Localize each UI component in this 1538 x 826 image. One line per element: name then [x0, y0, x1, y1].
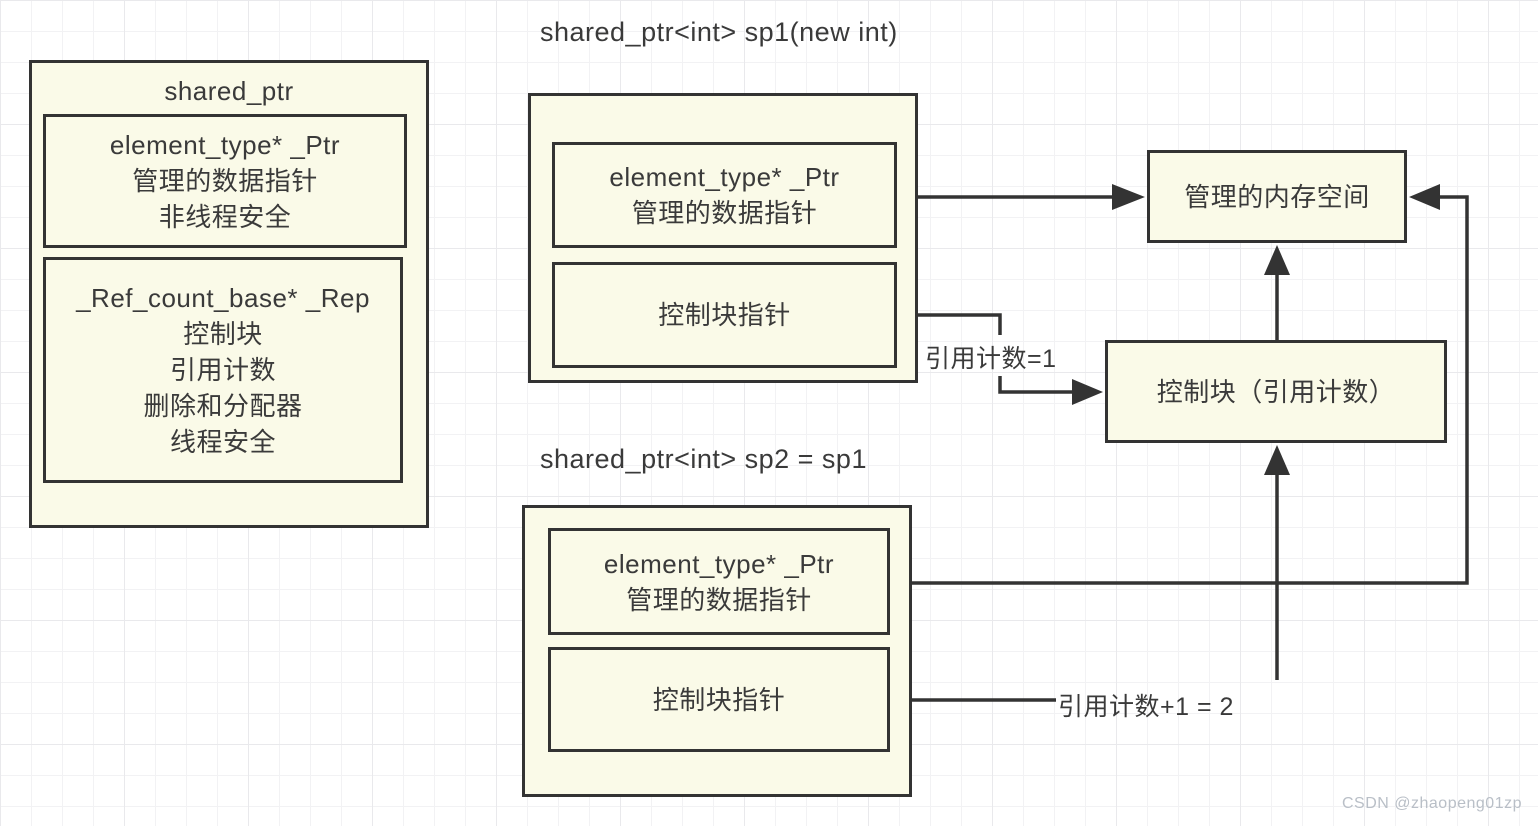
sp2-data-pointer-line: 管理的数据指针 [626, 584, 812, 615]
rep-field-line: 删除和分配器 [143, 391, 303, 421]
arrow-label-to-control-block [1264, 445, 1290, 680]
ptr-field-line: 管理的数据指针 [132, 166, 318, 196]
sp1-control-pointer-line: 控制块指针 [658, 300, 791, 330]
arrow-sp2-data-to-memory [890, 184, 1469, 585]
ref-count-2-label: 引用计数+1 = 2 [1058, 693, 1234, 721]
sp2-control-pointer-line: 控制块指针 [652, 684, 786, 715]
rep-field-line: 线程安全 [169, 427, 276, 457]
shared-ptr-class-title: shared_ptr [164, 76, 294, 106]
sp1-data-pointer-line: 管理的数据指针 [631, 198, 818, 228]
arrow-sp1-data-to-memory [897, 184, 1145, 210]
sp2-data-pointer-line: element_type* _Ptr [603, 548, 835, 579]
sp1-data-pointer-box: element_type* _Ptr 管理的数据指针 [552, 142, 897, 248]
shared-ptr-ptr-field-box: element_type* _Ptr 管理的数据指针 非线程安全 [43, 114, 407, 248]
managed-memory-box: 管理的内存空间 [1147, 150, 1407, 243]
ptr-field-line: 非线程安全 [158, 202, 292, 232]
sp1-control-pointer-box: 控制块指针 [552, 262, 897, 368]
rep-field-line: 引用计数 [169, 355, 276, 385]
sp2-declaration-label: shared_ptr<int> sp2 = sp1 [540, 444, 867, 474]
sp1-data-pointer-line: element_type* _Ptr [609, 162, 840, 192]
arrow-control-block-to-memory [1264, 245, 1290, 340]
rep-field-line: _Ref_count_base* _Rep [76, 283, 370, 313]
ptr-field-line: element_type* _Ptr [109, 130, 341, 160]
managed-memory-label: 管理的内存空间 [1184, 181, 1370, 212]
arrow-sp1-ctrl-to-control-block [897, 313, 1103, 405]
rep-field-line: 控制块 [183, 319, 263, 349]
sp2-control-pointer-box: 控制块指针 [548, 647, 890, 752]
shared-ptr-rep-field-box: _Ref_count_base* _Rep 控制块 引用计数 删除和分配器 线程… [43, 257, 403, 483]
control-block-label: 控制块（引用计数） [1156, 376, 1396, 407]
control-block-box: 控制块（引用计数） [1105, 340, 1447, 443]
sp2-data-pointer-box: element_type* _Ptr 管理的数据指针 [548, 528, 890, 635]
ref-count-1-label: 引用计数=1 [925, 345, 1057, 373]
sp1-declaration-label: shared_ptr<int> sp1(new int) [540, 17, 898, 47]
watermark: CSDN @zhaopeng01zp [1341, 795, 1522, 812]
